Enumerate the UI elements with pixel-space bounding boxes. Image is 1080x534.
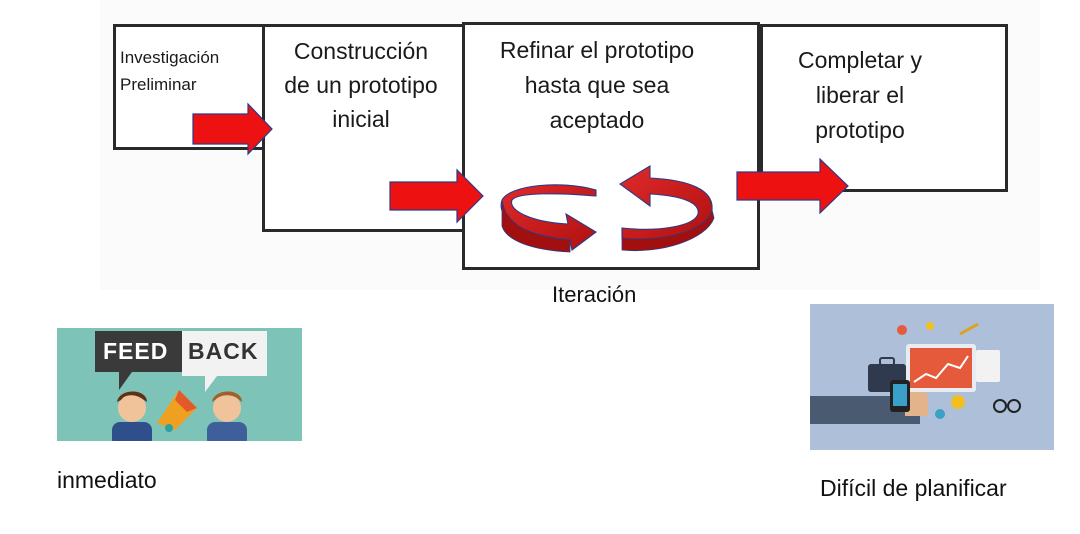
flow-arrow-1 xyxy=(192,102,273,156)
step-label-line: prototipo xyxy=(815,117,905,143)
iteration-loop-left xyxy=(500,184,597,253)
iteration-loop-right xyxy=(619,165,715,252)
step-label-line: hasta que sea xyxy=(524,72,670,98)
step-label-preliminary-research: Investigación Preliminar xyxy=(120,44,219,98)
step-label-initial-prototype: Construcción de un prototipo inicial xyxy=(264,34,458,136)
planning-image xyxy=(810,304,1054,450)
step-label-line: Investigación xyxy=(120,48,220,67)
flow-arrow-3 xyxy=(736,157,849,215)
person-left-body xyxy=(112,422,152,441)
person-right-head xyxy=(213,394,241,422)
person-left-head xyxy=(118,394,146,422)
feedback-word-back: BACK xyxy=(188,338,259,364)
planning-illustration xyxy=(810,322,1021,424)
clipboard-icon xyxy=(976,350,1000,382)
feedback-image: FEED BACK xyxy=(57,328,302,441)
person-right-body xyxy=(207,422,247,441)
planning-caption: Difícil de planificar xyxy=(820,475,1007,501)
step-label-line: Completar y xyxy=(798,47,922,73)
step-label-line: aceptado xyxy=(549,107,645,133)
step-label-line: liberar el xyxy=(815,82,905,108)
step-label-refine-prototype: Refinar el prototipo hasta que sea acept… xyxy=(468,33,726,138)
step-label-line: inicial xyxy=(332,106,390,132)
step-box-release-prototype xyxy=(760,24,1008,192)
flow-arrow-2 xyxy=(389,168,484,224)
step-label-line: Preliminar xyxy=(120,75,197,94)
feedback-word-feed: FEED xyxy=(103,338,169,364)
coffee-cup-icon xyxy=(951,395,965,409)
step-label-line: Construcción xyxy=(293,38,429,64)
step-label-release-prototype: Completar y liberar el prototipo xyxy=(770,43,950,148)
iteration-label: Iteración xyxy=(552,282,637,307)
step-label-line: Refinar el prototipo xyxy=(499,37,695,63)
step-label-line: de un prototipo xyxy=(284,72,438,98)
feedback-caption: inmediato xyxy=(57,467,157,493)
feedback-illustration xyxy=(95,331,267,441)
